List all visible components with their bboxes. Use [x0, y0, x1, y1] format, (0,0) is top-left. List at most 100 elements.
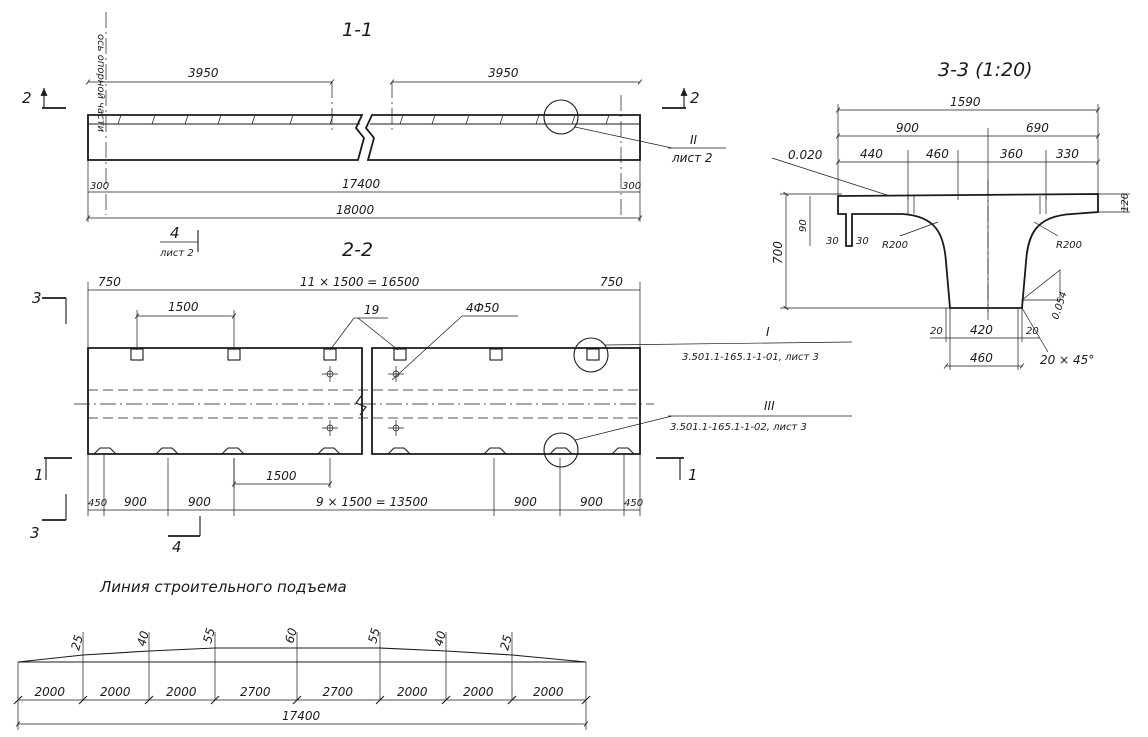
dim-900-1: 900: [124, 495, 147, 509]
dim-700: 700: [771, 241, 785, 264]
cut-3-top-num: 3: [32, 289, 42, 307]
holes-label: 4Ф50: [466, 301, 500, 315]
camber-ordinate-label: 55: [365, 626, 382, 644]
callout-II-num: II: [690, 133, 698, 147]
camber-ordinate-label: 25: [68, 633, 85, 651]
camber-segment-tick: [441, 695, 451, 705]
holes-leader: [391, 315, 463, 381]
camber-segment-tick: [144, 695, 154, 705]
dim-30a: 30: [826, 236, 839, 247]
dim-1590: 1590: [950, 95, 981, 109]
pos-19-label: 19: [364, 303, 379, 317]
radius-right: R200: [1056, 240, 1082, 251]
camber-segment-ticks: [13, 695, 591, 705]
slope-side: 0.054: [1050, 290, 1069, 321]
dim-3950-right: 3950: [488, 66, 519, 80]
pos-19-leader-b: [357, 317, 399, 351]
camber-segment-label: 2700: [240, 685, 271, 699]
embedded-plates-top: [130, 348, 600, 361]
hole-marks: [322, 366, 404, 436]
camber-segment-tick: [292, 695, 302, 705]
dim-420: 420: [970, 323, 993, 337]
camber-title: Линия строительного подъема: [99, 578, 347, 596]
callout-II-ref: лист 2: [671, 151, 713, 165]
dim-440: 440: [860, 147, 883, 161]
cut-4-top-ref: лист 2: [159, 248, 194, 259]
camber-segment-label: 2000: [35, 685, 66, 699]
t-section-outline: [837, 193, 1099, 309]
section-2-2-title: 2-2: [342, 239, 373, 261]
camber-ordinate-label: 40: [134, 629, 152, 648]
camber-segment-tick: [375, 695, 385, 705]
cut-4-bottom-num: 4: [172, 538, 182, 556]
dim-20-left: 20: [930, 326, 943, 337]
dim-9x1500: 9 × 1500 = 13500: [316, 495, 428, 509]
dim-360: 360: [1000, 147, 1023, 161]
camber-segment-label: 2000: [166, 685, 197, 699]
dim-450-right: 450: [624, 498, 643, 509]
dim-1500-bottom: 1500: [266, 469, 297, 483]
dim-1500-top: 1500: [168, 300, 199, 314]
callout-II-circle: [543, 99, 579, 135]
dim-330: 330: [1056, 147, 1079, 161]
dim-690: 690: [1026, 121, 1049, 135]
dim-17400-span: 17400: [342, 177, 381, 191]
dim-900-2: 900: [188, 495, 211, 509]
cut-1-right-num: 1: [688, 466, 698, 484]
dim-20-right: 20: [1026, 326, 1039, 337]
section-1-1-title: 1-1: [342, 19, 373, 41]
slope-top-leader: [771, 157, 891, 197]
camber-segment-label: 2700: [323, 685, 354, 699]
support-axis-note: ось опорной части: [95, 34, 106, 133]
ext-bottom-chain: [87, 454, 641, 516]
dim-3950-left: 3950: [188, 66, 219, 80]
camber-ordinate-label: 55: [200, 626, 217, 644]
pos-19-leader-a: [329, 317, 355, 351]
callout-III-circle: [543, 432, 579, 468]
section-3-3-title: 3-3 (1:20): [938, 59, 1033, 81]
camber-ordinate-label: 60: [282, 626, 300, 645]
callout-I-leader: [604, 341, 853, 346]
cut-2-right-num: 2: [690, 89, 700, 107]
camber-ordinate-label: 25: [497, 633, 514, 651]
camber-segment-label: 2000: [397, 685, 428, 699]
chamfer: 20 × 45°: [1040, 353, 1094, 367]
dim-900-4: 900: [580, 495, 603, 509]
chamfer-leader: [1021, 307, 1049, 353]
cut-4-top-num: 4: [170, 224, 180, 242]
slope-top: 0.020: [788, 148, 823, 162]
dim-90: 90: [798, 219, 809, 232]
callout-I-ref: 3.501.1-165.1-1-01, лист 3: [682, 352, 819, 363]
section-2-2: 2-2 750 11 × 1500 = 16500 750 1500: [30, 239, 853, 556]
cut-3-bottom-num: 3: [30, 524, 40, 542]
camber-total: 17400: [282, 709, 321, 723]
beam-elevation-right: [364, 114, 641, 161]
callout-I-num: I: [766, 325, 770, 339]
camber-segment-tick: [210, 695, 220, 705]
dim-18000-total: 18000: [336, 203, 375, 217]
beam-plan-right: [371, 347, 641, 455]
camber-curve: [17, 647, 587, 663]
dim-30b: 30: [856, 236, 869, 247]
beam-elevation-left: [87, 114, 365, 161]
callout-III-leader: [574, 415, 673, 441]
cut-1-left-num: 1: [34, 466, 44, 484]
callout-I-circle: [573, 337, 609, 373]
camber-ordinate-lines: [82, 632, 513, 700]
dim-900: 900: [896, 121, 919, 135]
beam-plan-left: [87, 347, 363, 455]
dim-120: 120: [1120, 193, 1131, 212]
dim-300-left: 300: [90, 181, 109, 192]
section-1-1: 1-1 ось опорной части 3950 3950 2 2: [22, 12, 726, 259]
section-3-3: 3-3 (1:20) 1590 900 690 440 460 360 330 …: [771, 59, 1131, 370]
camber-segment-tick: [507, 695, 517, 705]
embedded-plates-bottom: [93, 447, 635, 455]
callout-III-ref: 3.501.1-165.1-1-02, лист 3: [670, 422, 807, 433]
dim-460: 460: [926, 147, 949, 161]
camber-segment-label: 2000: [463, 685, 494, 699]
dim-450-left: 450: [88, 498, 107, 509]
radius-left: R200: [882, 240, 908, 251]
